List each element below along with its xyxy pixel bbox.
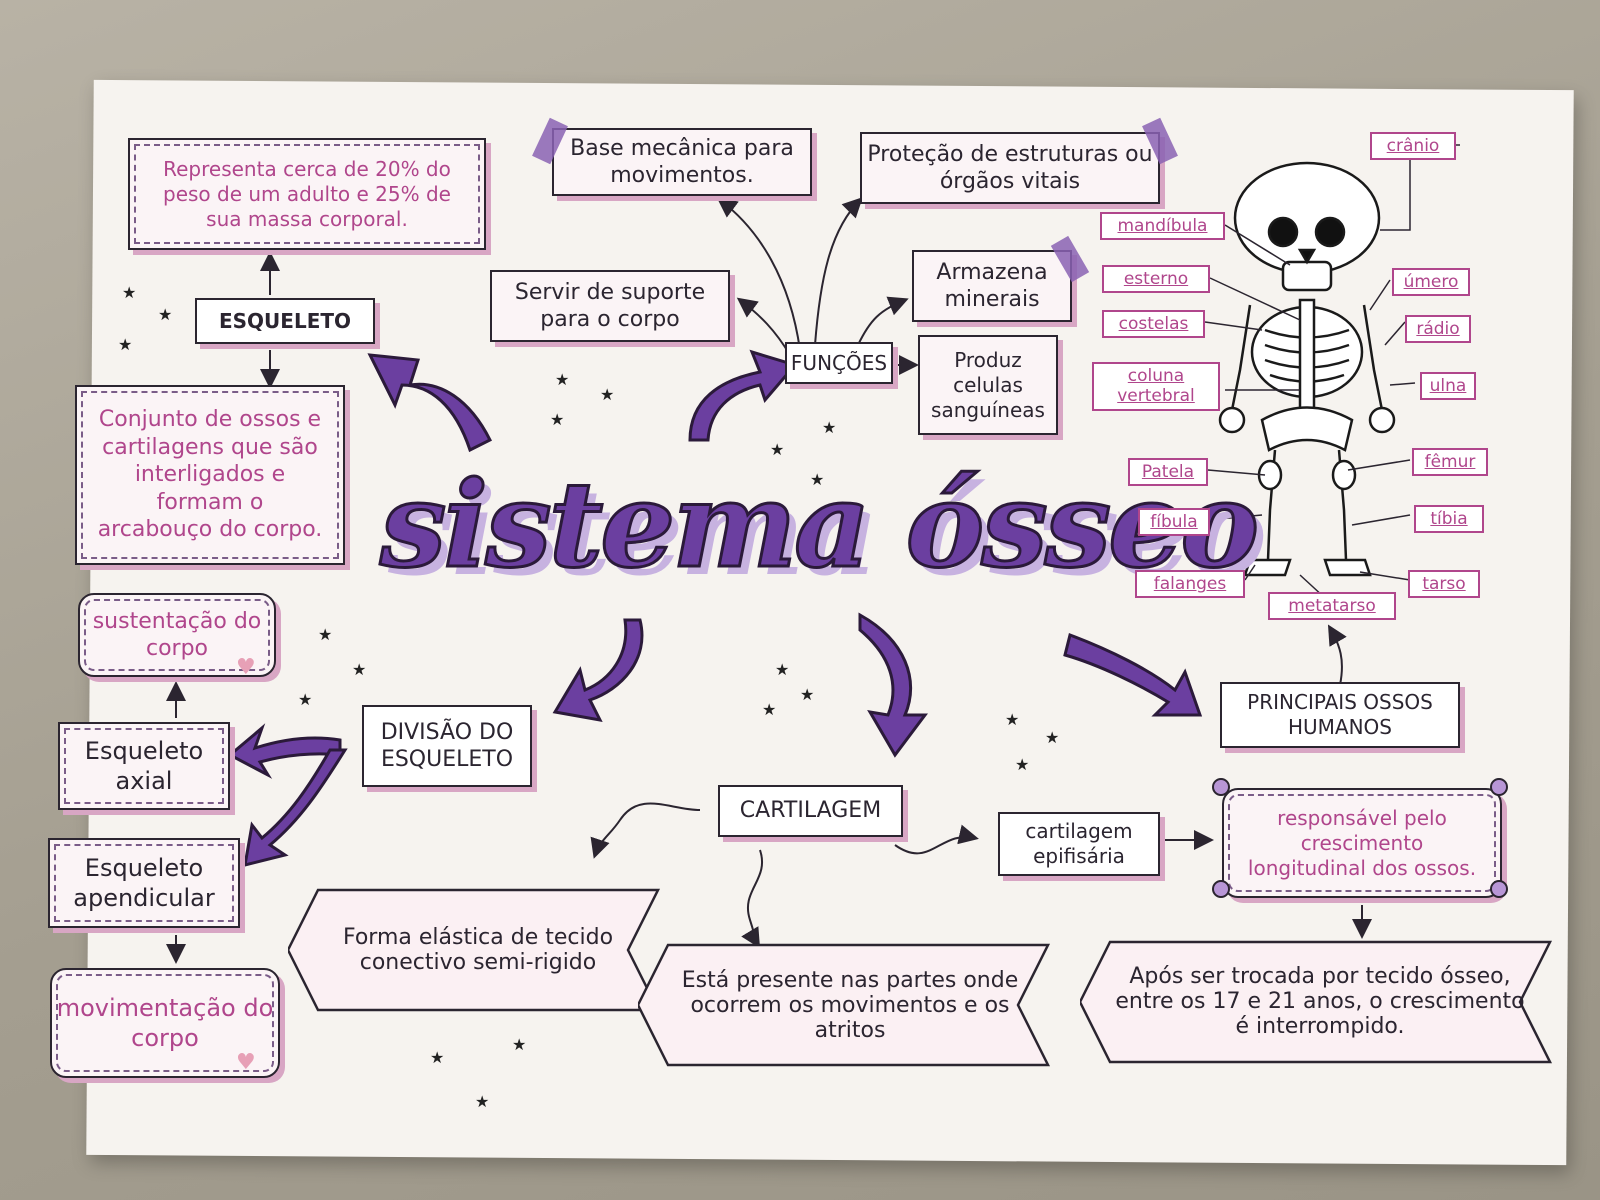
bone-label-umero: úmero <box>1392 268 1470 296</box>
decor-dot <box>1212 778 1230 796</box>
arrow-to-ossos <box>1063 633 1203 717</box>
funcao-produz: Produz celulas sanguíneas <box>918 335 1058 435</box>
line-funcoes-base <box>716 197 801 351</box>
line-cart-presente <box>741 849 763 949</box>
funcoes-label: FUNÇÕES <box>785 342 893 384</box>
star-icon: ★ <box>118 335 133 354</box>
arrow-to-divisao <box>552 618 644 722</box>
cartilagem-epifisaria: cartilagem epifisária <box>998 812 1160 876</box>
esqueleto-label: ESQUELETO <box>195 298 375 344</box>
esqueleto-axial: Esqueleto axial <box>58 722 230 810</box>
star-icon: ★ <box>1005 710 1020 729</box>
arrow-divisao-to-apendicular <box>243 748 348 868</box>
ribbon-presente <box>638 943 1051 1067</box>
star-icon: ★ <box>475 1092 490 1111</box>
esqueleto-apendicular: Esqueleto apendicular <box>48 838 240 928</box>
star-icon: ★ <box>550 410 565 429</box>
bone-label-patela: Patela <box>1128 458 1208 486</box>
line-funcoes-protecao <box>814 197 863 346</box>
star-icon: ★ <box>555 370 570 389</box>
bone-label-costelas: costelas <box>1102 310 1205 338</box>
star-icon: ★ <box>822 418 837 437</box>
decor-dot <box>1212 880 1230 898</box>
star-icon: ★ <box>770 440 785 459</box>
bone-label-fibula: fíbula <box>1138 508 1210 536</box>
esqueleto-bottom-note: Conjunto de ossos e cartilagens que são … <box>75 385 345 565</box>
arrow-to-cartilagem <box>858 612 928 758</box>
star-icon: ★ <box>775 660 790 679</box>
line-ossos-metatarso <box>1327 624 1347 686</box>
thin-connectors <box>166 197 1372 964</box>
skeleton-illustration <box>1218 161 1396 577</box>
funcao-armazena: Armazena minerais <box>912 250 1072 322</box>
bone-label-esterno: esterno <box>1102 265 1210 293</box>
bone-label-cranio: crânio <box>1370 132 1456 160</box>
cartilagem-apos: Após ser trocada por tecido ósseo, entre… <box>1115 963 1525 1039</box>
decor-dot <box>1490 880 1508 898</box>
bone-label-ulna: ulna <box>1420 372 1476 400</box>
apendicular-note: movimentação do corpo <box>50 968 280 1078</box>
ribbon-apos <box>1080 940 1553 1064</box>
axial-note: sustentação do corpo <box>78 593 276 677</box>
funcao-base-mecanica: Base mecânica para movimentos. <box>552 128 812 196</box>
big-arrows <box>227 349 1203 868</box>
star-icon: ★ <box>1015 755 1030 774</box>
bone-label-coluna: coluna vertebral <box>1092 362 1220 411</box>
decor-dot <box>1490 778 1508 796</box>
bone-label-mandibula: mandíbula <box>1100 212 1225 240</box>
arrow-to-esqueleto <box>367 353 493 453</box>
page-title: sistema ósseo <box>378 454 1260 596</box>
bone-label-femur: fêmur <box>1412 448 1488 476</box>
esqueleto-top-note: Representa cerca de 20% do peso de um ad… <box>128 138 486 250</box>
star-icon: ★ <box>318 625 333 644</box>
bone-label-tarso: tarso <box>1408 570 1480 598</box>
star-icon: ★ <box>810 470 825 489</box>
star-icon: ★ <box>122 283 137 302</box>
cartilagem-responsavel: responsável pelo crescimento longitudina… <box>1222 788 1502 898</box>
line-cart-forma <box>590 802 701 859</box>
bone-label-metatarso: metatarso <box>1268 592 1396 620</box>
star-icon: ★ <box>600 385 615 404</box>
bone-label-falanges: falanges <box>1135 570 1245 598</box>
star-icon: ★ <box>512 1035 527 1054</box>
divisao-label: DIVISÃO DO ESQUELETO <box>362 705 532 787</box>
heart-icon: ♥ <box>236 655 256 680</box>
funcao-protecao: Proteção de estruturas ou órgãos vitais <box>860 132 1160 204</box>
cartilagem-label: CARTILAGEM <box>718 785 903 837</box>
arrow-divisao-to-axial <box>227 723 342 779</box>
star-icon: ★ <box>158 305 173 324</box>
ossos-label: PRINCIPAIS OSSOS HUMANOS <box>1220 682 1460 748</box>
line-funcoes-armazena <box>857 296 909 346</box>
star-icon: ★ <box>352 660 367 679</box>
line-funcoes-suporte <box>736 297 791 356</box>
cartilagem-forma: Forma elástica de tecido conectivo semi-… <box>342 925 614 975</box>
star-icon: ★ <box>800 685 815 704</box>
heart-icon: ♥ <box>236 1050 256 1075</box>
arrow-to-funcoes <box>688 349 798 442</box>
star-icon: ★ <box>762 700 777 719</box>
cartilagem-presente: Está presente nas partes onde ocorrem os… <box>681 967 1019 1043</box>
star-icon: ★ <box>298 690 313 709</box>
funcao-suporte: Servir de suporte para o corpo <box>490 270 730 342</box>
star-icon: ★ <box>1045 728 1060 747</box>
bone-label-tibia: tíbia <box>1414 505 1484 533</box>
star-icon: ★ <box>430 1048 445 1067</box>
bone-label-radio: rádio <box>1405 315 1471 343</box>
line-cart-epifisaria <box>894 824 979 855</box>
